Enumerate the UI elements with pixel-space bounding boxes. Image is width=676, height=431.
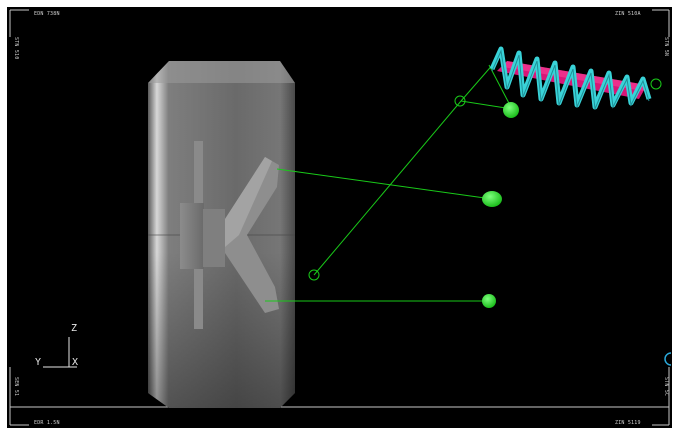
corner-label-top-right: ZIN 510A [615,11,641,17]
triad-z-label: Z [71,323,77,334]
corner-label-top-left: EDN 738N [34,11,60,17]
corner-label-bottom-right: ZIN 5119 [615,420,641,426]
suspension-links[interactable] [265,61,513,302]
joint-markers[interactable] [308,78,662,281]
green-dot-icon [503,102,519,118]
3d-viewport[interactable]: EDN 738N ZIN 510A EDR 1.5N ZIN 5119 STN … [7,7,672,428]
marker-points[interactable] [482,102,519,308]
coordinate-triad [43,337,77,368]
green-dot-icon [482,294,496,308]
spring-coil[interactable] [489,46,652,110]
spring-coil-shade [491,49,650,110]
corner-label-bottom-left: EDR 1.5N [34,420,60,426]
hollow-circle-icon [454,95,466,107]
hollow-circle-icon [650,78,662,90]
triad-x-label: X [72,357,78,368]
edge-indicator-icon [664,352,672,366]
triad-y-label: Y [35,357,41,368]
scene-canvas[interactable]: Z Y X [7,7,672,428]
hollow-circle-icon [308,269,320,281]
green-dot-icon [482,191,502,207]
viewport-frame [9,9,670,426]
wheel-hub[interactable] [180,141,279,329]
